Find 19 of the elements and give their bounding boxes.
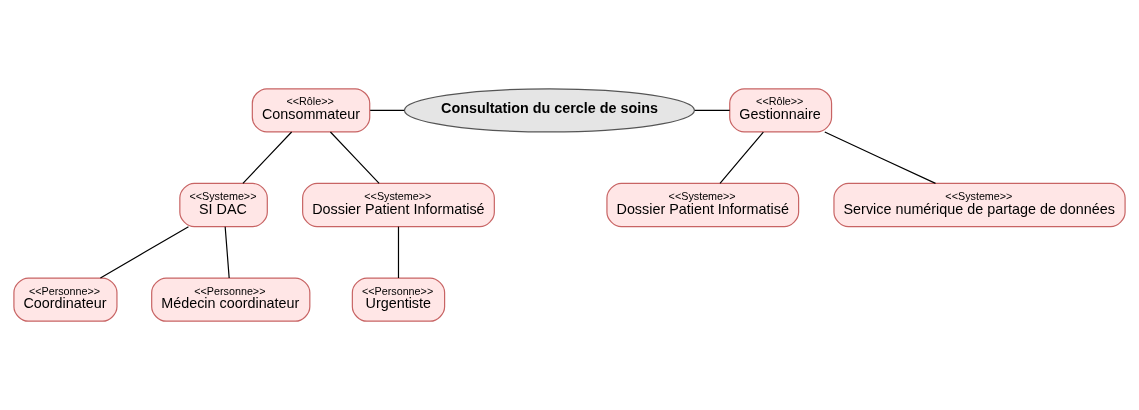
connector	[694, 109, 731, 111]
node-box: <<Personne>> Médecin coordinateur	[151, 277, 311, 322]
connector	[824, 131, 937, 184]
node-ellipse: Consultation du cercle de soins	[403, 88, 696, 133]
node-box: <<Personne>> Coordinateur	[13, 277, 118, 322]
node-box: <<Systeme>> Dossier Patient Informatisé	[606, 182, 800, 228]
node-box: <<Systeme>> SI DAC	[179, 182, 268, 228]
node-box: <<Systeme>> Service numérique de partage de données	[833, 182, 1126, 228]
node-box: <<Systeme>> Dossier Patient Informatisé	[302, 182, 495, 228]
connector	[224, 226, 230, 279]
connector	[369, 109, 405, 111]
node-box: <<Personne>> Urgentiste	[351, 277, 446, 322]
connector	[397, 226, 400, 279]
connector	[329, 131, 380, 184]
connector	[242, 131, 293, 184]
node-box: <<Rôle>> Gestionnaire	[729, 88, 833, 133]
node-box: <<Rôle>> Consommateur	[251, 88, 371, 133]
connector	[99, 226, 190, 279]
connector	[719, 131, 764, 184]
